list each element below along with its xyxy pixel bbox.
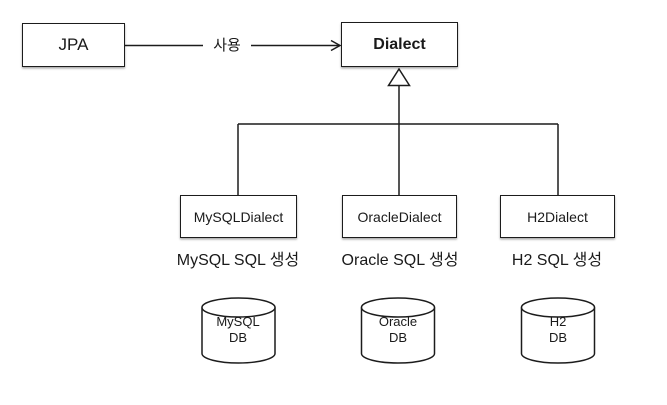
mysql-dialect-node: MySQLDialect	[180, 195, 297, 238]
h2-dialect-node: H2Dialect	[500, 195, 615, 238]
oracle-dialect-node: OracleDialect	[342, 195, 457, 238]
use-relation-label: 사용	[203, 36, 251, 55]
mysql-dialect-node-label: MySQLDialect	[193, 208, 284, 225]
dialect-node: Dialect	[341, 22, 458, 67]
oracle-db-name: Oracle	[378, 314, 418, 329]
h2-db-type: DB	[548, 329, 568, 345]
jpa-node: JPA	[22, 23, 125, 67]
oracle-sql-caption: Oracle SQL 생성	[341, 252, 459, 269]
oracle-db-label: Oracle DB	[356, 314, 440, 345]
oracle-db-cylinder	[360, 297, 436, 364]
mysql-db-label: MySQL DB	[196, 314, 280, 345]
use-arrowhead-icon	[330, 39, 342, 52]
h2-dialect-node-label: H2Dialect	[527, 208, 588, 225]
h2-db-name: H2	[549, 314, 567, 329]
mysql-sql-caption: MySQL SQL 생성	[176, 252, 300, 269]
h2-sql-caption: H2 SQL 생성	[511, 252, 603, 269]
inheritance-triangle-icon	[387, 67, 411, 87]
mysql-db-type: DB	[228, 329, 248, 345]
oracle-db-type: DB	[388, 329, 408, 345]
jpa-node-label: JPA	[58, 35, 89, 54]
oracle-dialect-node-label: OracleDialect	[357, 208, 442, 225]
h2-db-cylinder	[520, 297, 596, 364]
dialect-node-label: Dialect	[373, 35, 426, 53]
mysql-db-name: MySQL	[216, 314, 260, 329]
mysql-db-cylinder	[201, 297, 276, 364]
h2-db-label: H2 DB	[516, 314, 600, 345]
